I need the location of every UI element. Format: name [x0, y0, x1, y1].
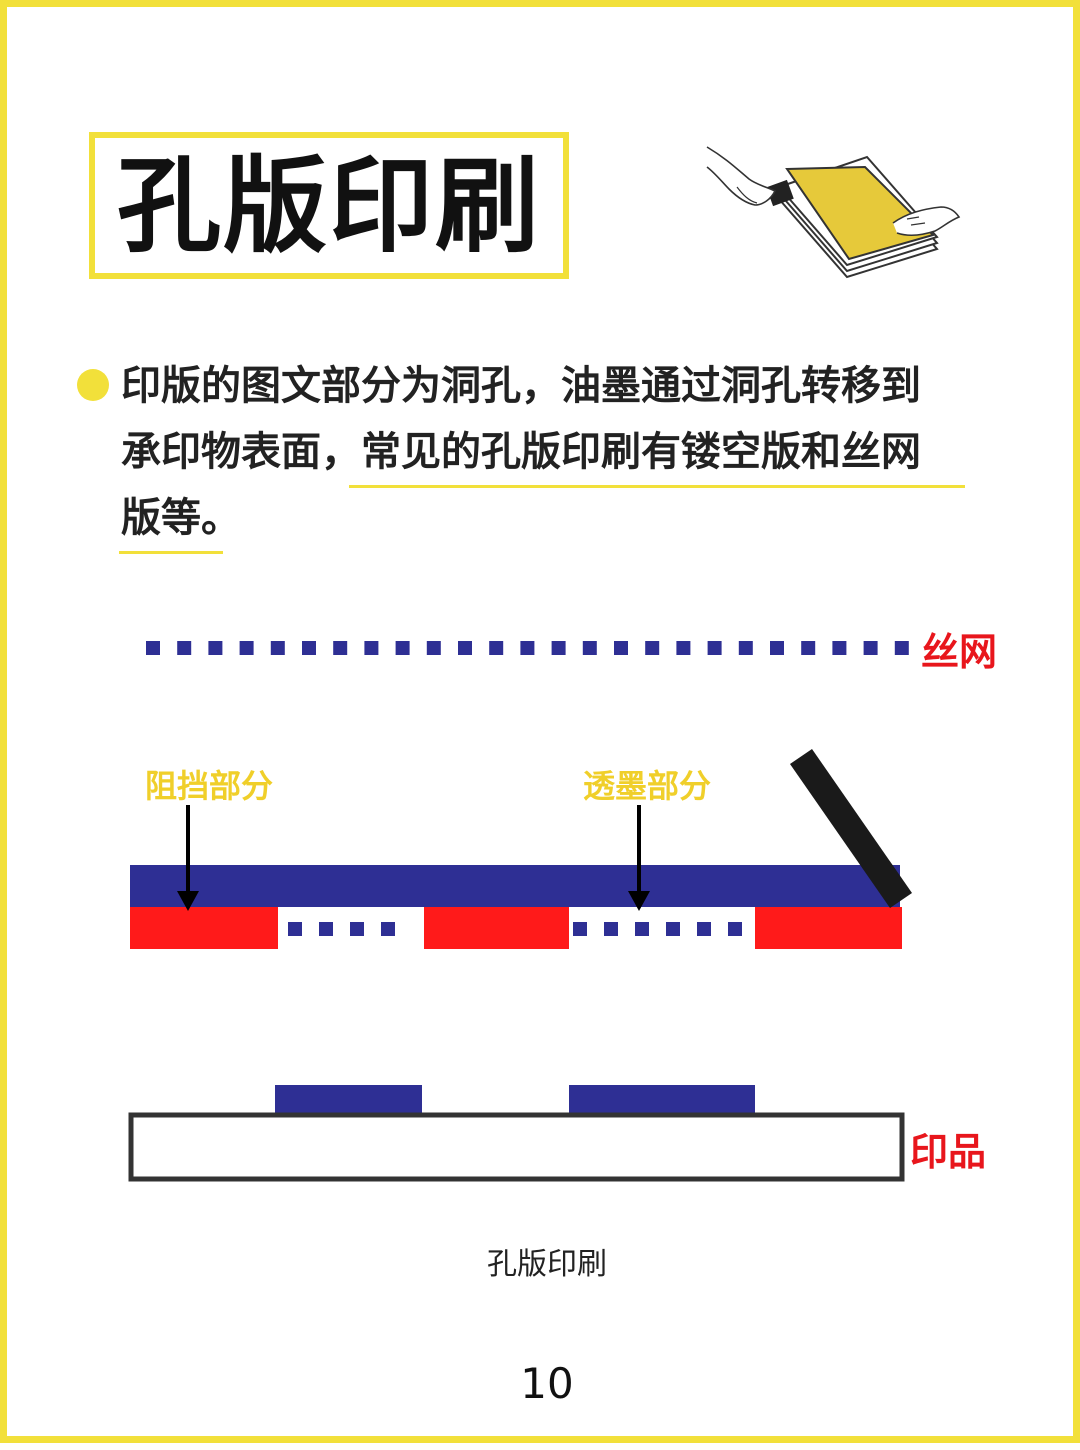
bullet-dot [77, 369, 109, 401]
mesh-opening [573, 922, 742, 936]
print-label: 印品 [910, 1130, 986, 1174]
page-title: 孔版印刷 [116, 144, 541, 267]
description-line: 承印物表面，常见的孔版印刷有镂空版和丝网 [121, 429, 921, 475]
mesh-dot [381, 922, 395, 936]
mesh-dot [832, 641, 847, 655]
squeegee [790, 749, 912, 908]
figure-caption: 孔版印刷 [487, 1247, 607, 1282]
mesh-dot [350, 922, 364, 936]
mesh-dot [894, 641, 909, 655]
mesh-dot [333, 641, 348, 655]
description-line: 印版的图文部分为洞孔，油墨通过洞孔转移到 [121, 363, 921, 409]
mesh-dot [738, 641, 753, 655]
mesh-label: 丝网 [921, 630, 997, 674]
mesh-dot [676, 641, 691, 655]
mesh-dot [582, 641, 597, 655]
mesh-dot [573, 922, 587, 936]
ink-arrow [628, 805, 650, 911]
mesh-dot [426, 641, 441, 655]
blocking-part [424, 907, 569, 949]
blocking-part [130, 907, 278, 949]
highlight-underline [349, 485, 965, 488]
mesh-dot [395, 641, 410, 655]
printed-ink [569, 1085, 755, 1116]
mesh-line [146, 641, 909, 655]
mesh-dot [458, 641, 472, 655]
mesh-dot [239, 641, 254, 655]
mesh-dot [146, 641, 160, 655]
printed-ink [275, 1085, 422, 1116]
mesh-dot [707, 641, 722, 655]
title-box: 孔版印刷 [89, 132, 569, 279]
mesh-dot [551, 641, 566, 655]
mesh-dot [770, 641, 784, 655]
print-substrate [128, 1112, 905, 1182]
screen-printing-illustration [706, 146, 961, 279]
mesh-dot [645, 641, 660, 655]
page-number: 10 [520, 1359, 574, 1408]
mesh-dot [489, 641, 504, 655]
mesh-dot [863, 641, 878, 655]
mesh-dot [697, 922, 711, 936]
mesh-dot [208, 641, 223, 655]
block-arrow [177, 805, 199, 911]
block-part-label: 阻挡部分 [145, 767, 273, 805]
mesh-dot [635, 922, 649, 936]
mesh-dot [604, 922, 618, 936]
mesh-dot [302, 641, 316, 655]
mesh-dot [801, 641, 816, 655]
description-line: 版等。 [121, 495, 241, 541]
mesh-dot [288, 922, 302, 936]
mesh-dot [666, 922, 680, 936]
screen-printing-diagram: 丝网 阻挡部分 透墨部分 印品 [128, 630, 997, 1182]
mesh-dot [319, 922, 333, 936]
mesh-dot [270, 641, 285, 655]
blocking-part [755, 907, 902, 949]
screen-bar [130, 865, 900, 907]
ink-part-label: 透墨部分 [583, 767, 711, 805]
mesh-dot [614, 641, 628, 655]
description-paragraph: 印版的图文部分为洞孔，油墨通过洞孔转移到 承印物表面，常见的孔版印刷有镂空版和丝… [121, 353, 981, 551]
highlight-underline [119, 551, 223, 554]
mesh-dot [520, 641, 535, 655]
mesh-dot [364, 641, 379, 655]
mesh-opening [288, 922, 395, 936]
mesh-dot [177, 641, 192, 655]
mesh-dot [728, 922, 742, 936]
